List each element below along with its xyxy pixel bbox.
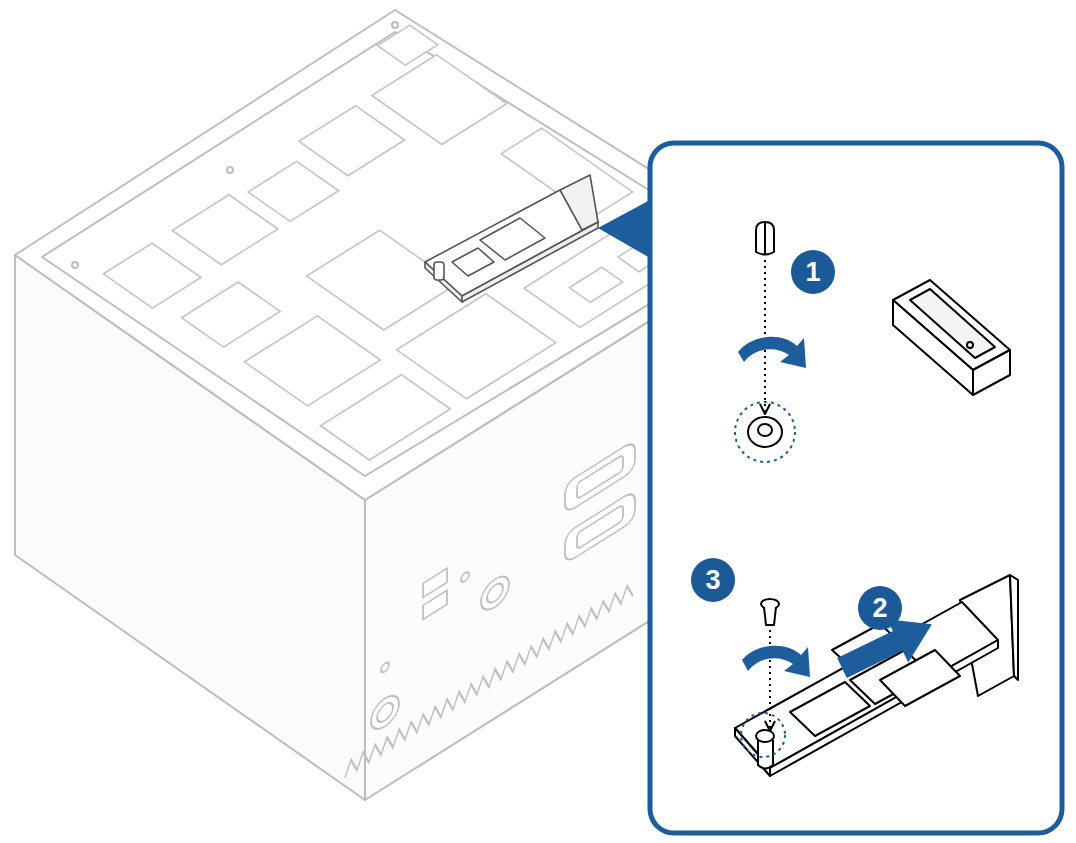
module-step-part bbox=[756, 730, 774, 742]
m2-module-installed-part bbox=[425, 262, 462, 302]
board-components-part bbox=[397, 294, 556, 399]
front-panel-part bbox=[577, 454, 623, 499]
standoff-step bbox=[735, 222, 806, 462]
chassis-part bbox=[227, 167, 233, 173]
front-panel-part bbox=[381, 661, 389, 674]
board-components-part bbox=[172, 195, 278, 265]
module-step-part bbox=[1010, 575, 1018, 680]
front-panel-part bbox=[565, 490, 635, 564]
inset-panel bbox=[598, 143, 1062, 833]
front-panel-part bbox=[371, 690, 399, 736]
board-components-part bbox=[248, 161, 339, 221]
callout-number: 3 bbox=[691, 558, 735, 602]
chassis-part bbox=[42, 32, 742, 476]
front-panel-part bbox=[481, 570, 509, 616]
front-panel-part bbox=[487, 580, 503, 606]
callout-discs-part bbox=[858, 586, 902, 630]
module-step-part bbox=[790, 682, 870, 736]
standoff-step-part bbox=[748, 417, 782, 447]
standoff-step-part bbox=[760, 404, 770, 414]
inset-panel-part bbox=[598, 200, 650, 258]
board-components-part bbox=[307, 230, 457, 330]
m2-module-installed-part bbox=[560, 175, 598, 230]
board-components bbox=[61, 25, 717, 460]
module-step-part bbox=[880, 650, 960, 706]
module-step-part bbox=[741, 713, 785, 757]
module-step bbox=[735, 575, 1018, 776]
board-components-part bbox=[372, 55, 507, 145]
card-bracket-part bbox=[910, 289, 995, 358]
standoff-step-part bbox=[764, 222, 766, 255]
board-components-part bbox=[569, 267, 622, 302]
module-step-part bbox=[769, 630, 771, 728]
m2-module-installed-part bbox=[452, 248, 494, 276]
board-components-part bbox=[103, 243, 201, 308]
front-panel-part bbox=[577, 504, 623, 549]
board-components-part bbox=[299, 106, 405, 176]
front-panel-part bbox=[377, 699, 393, 725]
front-panel-part bbox=[461, 570, 469, 583]
m2-module-installed-part bbox=[434, 262, 444, 280]
front-panel bbox=[345, 440, 635, 778]
chassis-part bbox=[72, 262, 78, 268]
chassis-part bbox=[392, 22, 398, 28]
m2-module-installed bbox=[425, 175, 598, 302]
callout-discs-part bbox=[691, 558, 735, 602]
standoff-step-part bbox=[758, 424, 772, 436]
board-components-part bbox=[245, 316, 381, 406]
inset-panel-part bbox=[650, 143, 1062, 833]
module-step-part bbox=[735, 602, 998, 768]
module-step-part bbox=[758, 740, 773, 769]
m2-module-installed-part bbox=[480, 218, 545, 260]
standoff-step-part bbox=[738, 337, 806, 368]
card-bracket bbox=[893, 280, 1010, 395]
callout-number: 1 bbox=[791, 250, 835, 294]
standoff-step-part bbox=[764, 260, 766, 412]
module-step-part bbox=[764, 607, 776, 625]
module-step-part bbox=[742, 646, 810, 677]
standoff-step-part bbox=[756, 222, 774, 255]
card-bracket-part bbox=[967, 342, 973, 348]
board-components-part bbox=[182, 282, 281, 347]
module-step-part bbox=[765, 721, 775, 731]
board-components-part bbox=[377, 25, 437, 65]
front-panel-part bbox=[345, 582, 633, 777]
standoff-step-part bbox=[735, 402, 795, 462]
callout-discs-part bbox=[791, 250, 835, 294]
front-panel-part bbox=[423, 590, 447, 619]
board-components-part bbox=[320, 375, 450, 460]
callout-number: 2 bbox=[858, 586, 902, 630]
callout-discs bbox=[691, 250, 902, 630]
